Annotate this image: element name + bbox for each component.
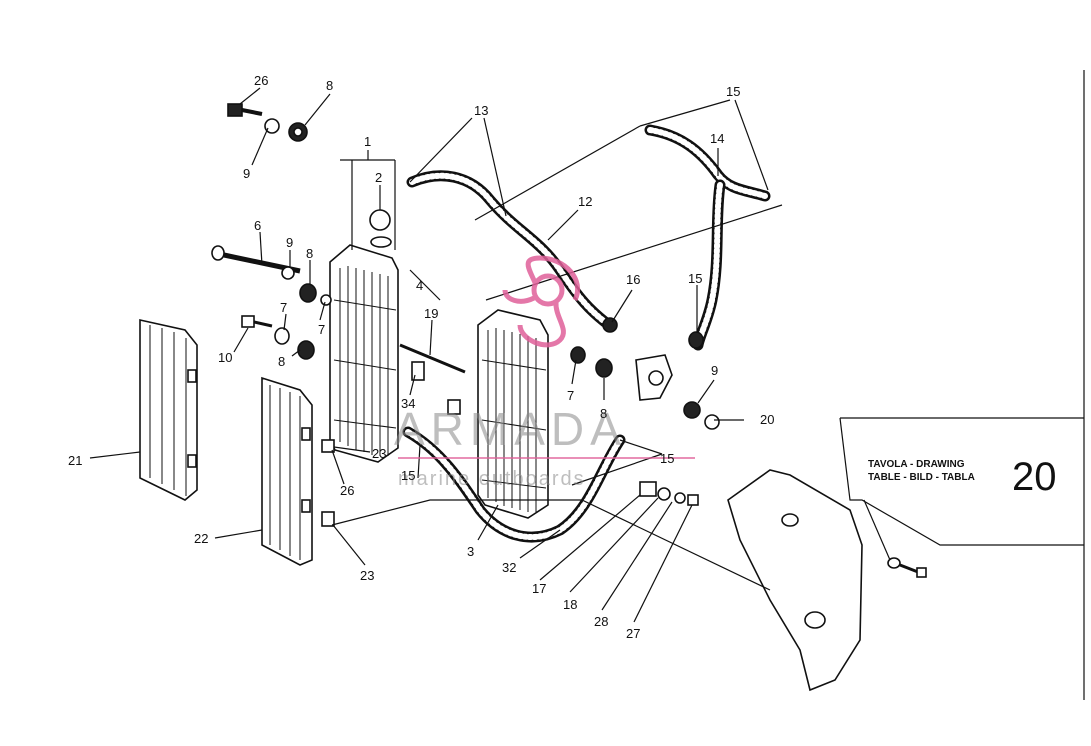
right-radiator [477, 309, 549, 519]
drawing-label-line2: TABLE - BILD - TABLA [868, 472, 975, 483]
watermark-tagline: marine outboards [398, 468, 586, 490]
callout-labels: 26 8 9 1 2 13 12 4 6 9 8 19 7 7 10 8 34 … [68, 73, 774, 641]
callout-21: 21 [68, 453, 82, 468]
callout-26: 26 [254, 73, 268, 88]
callout-9-b: 9 [286, 235, 293, 250]
callout-15-c: 15 [688, 271, 702, 286]
left-radiator [329, 244, 399, 463]
callout-23: 23 [372, 446, 386, 461]
callout-10: 10 [218, 350, 232, 365]
callout-32: 32 [502, 560, 516, 575]
callout-9: 9 [243, 166, 250, 181]
callout-12: 12 [578, 194, 592, 209]
callout-19: 19 [424, 306, 438, 321]
side-shroud [727, 469, 863, 692]
watermark-brand: ARMADA [394, 403, 627, 455]
callout-15-d: 15 [726, 84, 740, 99]
callout-15: 15 [401, 468, 415, 483]
drawing-title-box: TAVOLA - DRAWING TABLE - BILD - TABLA 20 [868, 455, 1057, 499]
hardware [211, 103, 927, 578]
left-radiator-guard [139, 319, 198, 501]
callout-20: 20 [760, 412, 774, 427]
callout-26-b: 26 [340, 483, 354, 498]
table-number: 20 [1012, 455, 1057, 499]
callout-2: 2 [375, 170, 382, 185]
callout-8: 8 [326, 78, 333, 93]
callout-13: 13 [474, 103, 488, 118]
callout-14: 14 [710, 131, 724, 146]
callout-7-c: 7 [567, 388, 574, 403]
callout-8-c: 8 [278, 354, 285, 369]
watermark-logo-icon [502, 255, 580, 348]
watermark: ARMADA marine outboards [394, 255, 695, 490]
drawing-label-line1: TAVOLA - DRAWING [868, 459, 965, 470]
callout-8-b: 8 [306, 246, 313, 261]
callout-34: 34 [401, 396, 415, 411]
right-radiator-guard [261, 376, 313, 566]
callout-9-c: 9 [711, 363, 718, 378]
callout-28: 28 [594, 614, 608, 629]
callout-7-b: 7 [318, 322, 325, 337]
callout-18: 18 [563, 597, 577, 612]
callout-16: 16 [626, 272, 640, 287]
callout-6: 6 [254, 218, 261, 233]
hoses [402, 124, 771, 543]
callout-1: 1 [364, 134, 371, 149]
callout-15-b: 15 [660, 451, 674, 466]
callout-23-b: 23 [360, 568, 374, 583]
callout-3: 3 [467, 544, 474, 559]
leader-lines [89, 87, 1084, 623]
callout-8-d: 8 [600, 406, 607, 421]
callout-7: 7 [280, 300, 287, 315]
callout-22: 22 [194, 531, 208, 546]
callout-4: 4 [416, 278, 423, 293]
callout-17: 17 [532, 581, 546, 596]
callout-27: 27 [626, 626, 640, 641]
